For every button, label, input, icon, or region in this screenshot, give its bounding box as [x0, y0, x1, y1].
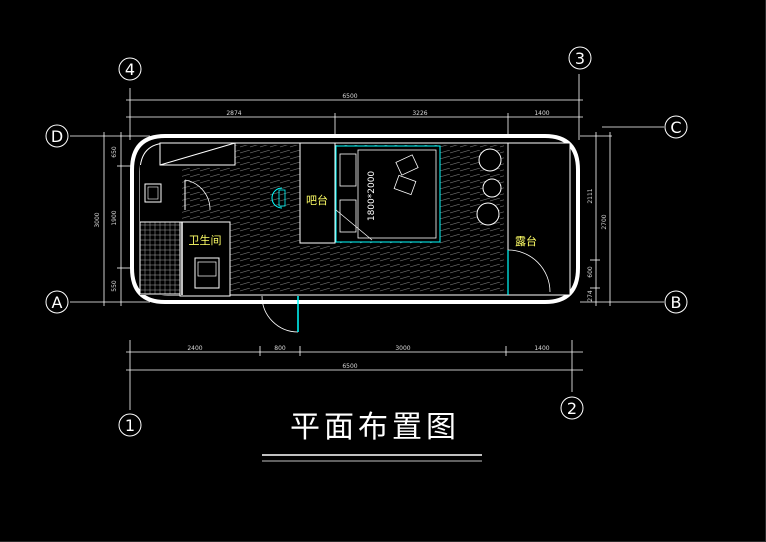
room-label-bar: 吧台	[306, 193, 328, 207]
terrace-chairs	[476, 148, 502, 226]
grid-bubble-a: A	[45, 290, 69, 314]
drawing-title: 平面布置图	[290, 410, 460, 445]
room-label-bathroom: 卫生间	[189, 233, 222, 247]
dim-top-seg1: 2874	[226, 110, 241, 117]
title-underline	[262, 454, 482, 462]
bar-counter	[271, 142, 336, 244]
grid-bubble-d: D	[45, 124, 69, 148]
svg-text:4: 4	[125, 60, 135, 79]
grid-bubble-1: 1	[118, 413, 142, 437]
dim-left-seg3: 550	[111, 280, 118, 292]
dim-bottom-seg3: 3000	[395, 345, 410, 352]
dim-top-seg2: 3226	[412, 110, 427, 117]
terrace-area	[507, 142, 571, 296]
svg-text:C: C	[670, 118, 681, 137]
grid-bubble-b: B	[664, 290, 688, 314]
dim-bottom-seg1: 2400	[187, 345, 202, 352]
dim-bottom-seg4: 1400	[534, 345, 549, 352]
bed	[335, 145, 441, 243]
closet	[159, 142, 236, 166]
bathroom-area	[139, 165, 231, 297]
dim-top-total: 6500	[342, 93, 357, 100]
svg-text:A: A	[52, 293, 63, 312]
room-label-bed: 1800*2000	[367, 171, 377, 222]
dim-right-seg1: 2111	[587, 188, 594, 203]
dim-right-seg3: 274	[587, 290, 594, 302]
left-dimension-group	[70, 132, 150, 306]
svg-text:D: D	[51, 127, 63, 146]
svg-text:2: 2	[567, 399, 577, 418]
svg-text:B: B	[671, 293, 682, 312]
room-label-terrace: 露台	[515, 234, 537, 248]
dim-left-seg2: 1900	[111, 210, 118, 225]
grid-bubble-2: 2	[560, 396, 584, 420]
svg-text:3: 3	[575, 49, 585, 68]
dim-right-total: 2700	[601, 214, 608, 229]
dim-bottom-seg2: 800	[274, 345, 286, 352]
dim-bottom-total: 6500	[342, 363, 357, 370]
dim-left-seg1: 650	[111, 146, 118, 158]
bottom-dimension-group	[126, 340, 583, 410]
dim-right-seg2: 600	[587, 266, 594, 278]
grid-bubble-3: 3	[568, 46, 592, 70]
dim-top-seg3: 1400	[534, 110, 549, 117]
dim-left-total: 3000	[94, 212, 101, 227]
grid-bubble-4: 4	[118, 57, 142, 81]
terrace-door	[507, 249, 551, 295]
entry-door	[261, 295, 299, 333]
grid-bubble-c: C	[664, 115, 688, 139]
svg-text:1: 1	[125, 416, 135, 435]
top-dimension-group	[126, 74, 583, 140]
right-dimension-group	[580, 126, 664, 306]
